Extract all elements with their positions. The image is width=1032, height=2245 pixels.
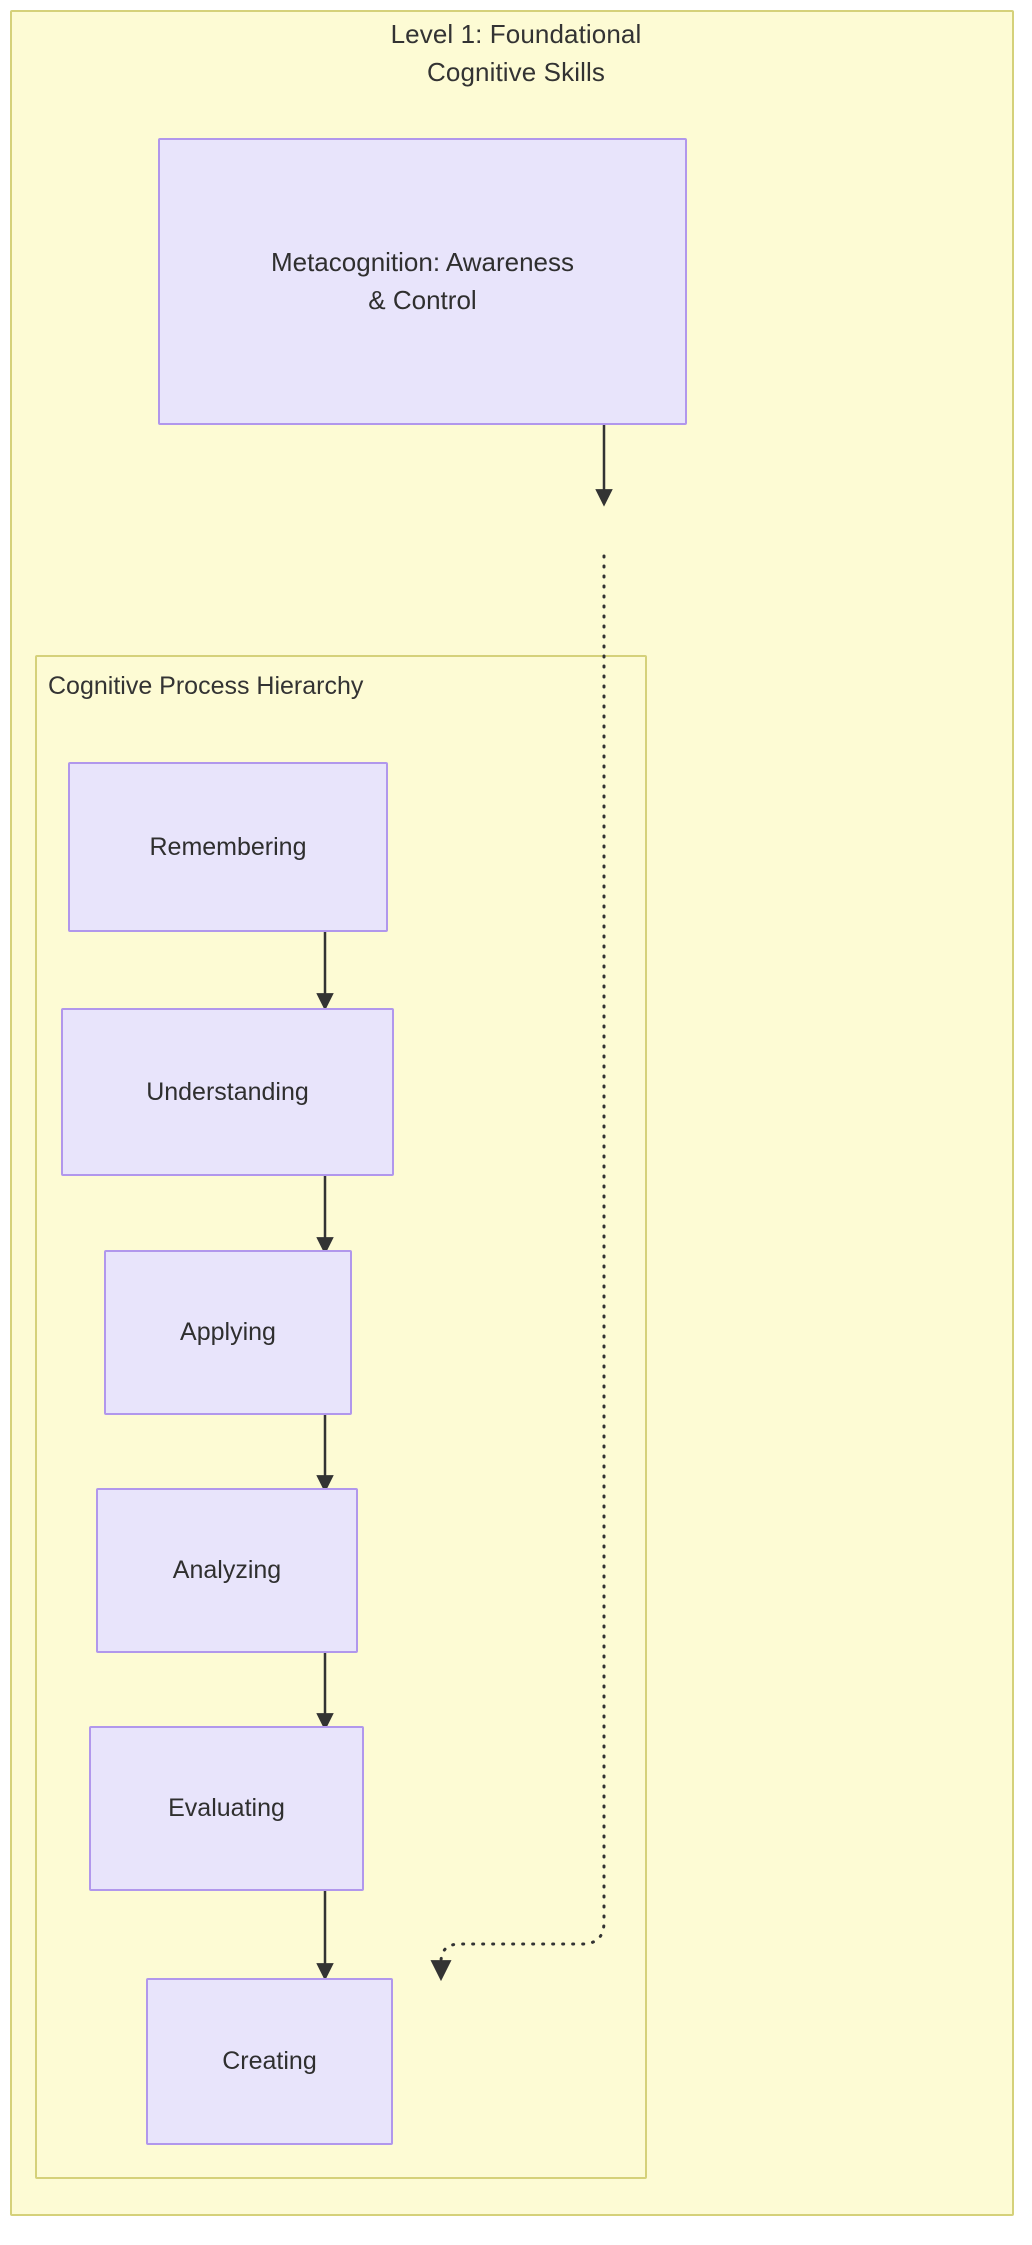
node-metacognition-label-line1: Metacognition: Awareness bbox=[270, 246, 575, 277]
node-understanding-label: Understanding bbox=[146, 1077, 309, 1106]
node-understanding[interactable]: Understanding bbox=[61, 1008, 394, 1176]
node-remembering[interactable]: Remembering bbox=[68, 762, 388, 932]
group-cognitive-process-hierarchy-title: Cognitive Process Hierarchy bbox=[48, 672, 364, 700]
node-evaluating-label: Evaluating bbox=[168, 1794, 285, 1823]
group-foundational-title-line2: Cognitive Skills bbox=[427, 56, 605, 87]
node-metacognition[interactable]: Metacognition: Awareness & Control bbox=[158, 138, 687, 425]
node-remembering-label: Remembering bbox=[149, 832, 307, 861]
node-analyzing[interactable]: Analyzing bbox=[96, 1488, 358, 1653]
group-foundational-title: Level 1: Foundational Cognitive Skills bbox=[0, 16, 1032, 91]
node-analyzing-label: Analyzing bbox=[172, 1556, 282, 1585]
node-evaluating[interactable]: Evaluating bbox=[89, 1726, 364, 1891]
node-metacognition-label-line2: & Control bbox=[368, 284, 477, 315]
group-foundational-title-line1: Level 1: Foundational bbox=[390, 19, 642, 49]
node-creating-label: Creating bbox=[222, 2047, 317, 2076]
node-creating[interactable]: Creating bbox=[146, 1978, 393, 2145]
node-applying[interactable]: Applying bbox=[104, 1250, 352, 1415]
node-applying-label: Applying bbox=[180, 1318, 276, 1347]
